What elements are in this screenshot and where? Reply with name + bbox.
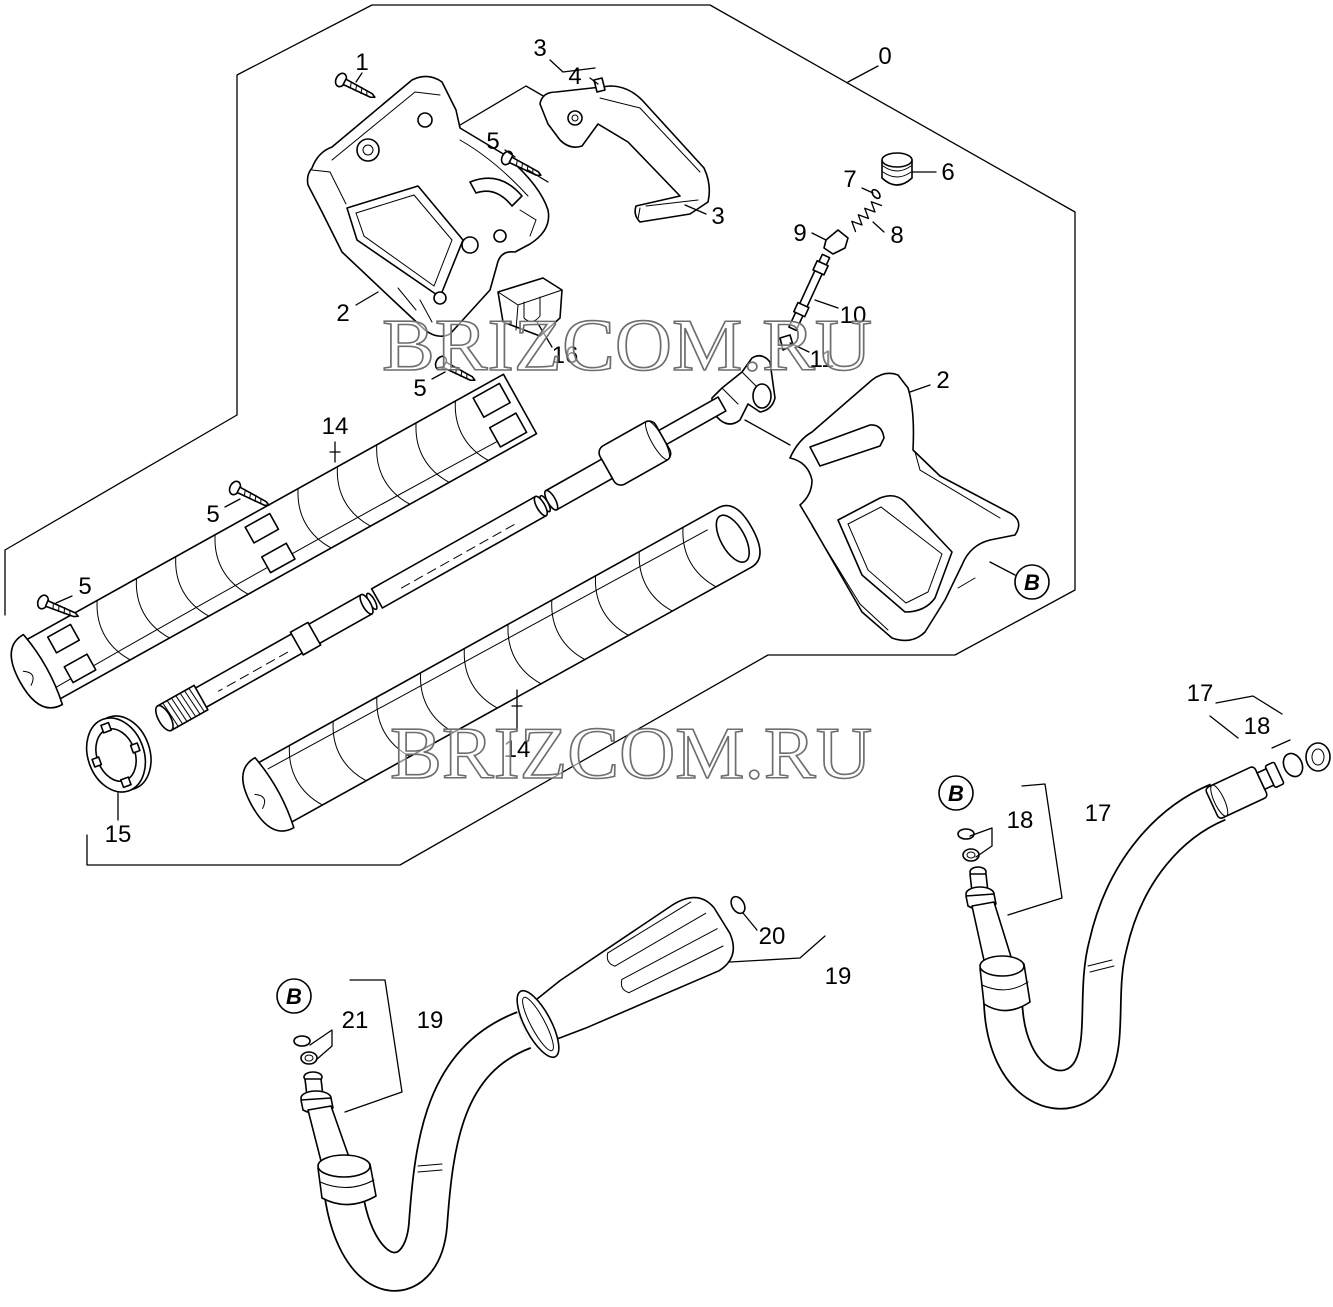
boundary-trigger-group [454,85,546,129]
callout-5-d: 5 [78,573,91,600]
hose-19-fitting [300,1071,377,1206]
oring-part-18-left [957,828,975,840]
callout-16: 16 [552,342,579,369]
housing-left-part-2 [306,75,550,338]
cover-upper-part-14 [10,373,538,709]
valve-head [711,354,776,425]
callout-19-grip: 19 [825,963,852,990]
reference-marker-label: B [286,984,302,1009]
valve-cap-part-6 [881,152,913,186]
callout-1: 1 [355,49,368,76]
callout-10: 10 [840,302,867,329]
callout-19-fitting: 19 [417,1007,444,1034]
boundary-left [4,414,238,616]
screw-part-5-a [500,150,542,177]
valve-stem-part-10 [788,253,831,332]
callout-3-top: 3 [533,35,546,62]
washer-part-21 [300,1051,318,1065]
callout-6: 6 [941,159,954,186]
oring-part-20 [730,895,746,915]
callout-18-top: 18 [1244,713,1271,740]
callout-14-upper: 14 [322,413,349,440]
callout-5-b: 5 [413,375,426,402]
screw-part-5-c [228,480,270,507]
hose-17-fitting [965,866,1031,1012]
oring-part-21 [293,1035,311,1047]
callout-4: 4 [568,63,581,90]
callout-5-a: 5 [486,128,499,155]
leader-lines [55,59,1291,1113]
cover-lower-part-14 [242,504,761,832]
callout-11: 11 [810,346,835,373]
washer-part-18-left [962,848,980,862]
callout-3-trigger: 3 [711,203,724,230]
callout-17-top: 17 [1187,680,1214,707]
callout-17-left: 17 [1085,800,1112,827]
valve-seat-part-9 [823,229,849,255]
tube-assembly [154,396,727,732]
housing-right-part-2 [789,372,1020,642]
reference-marker-label: B [1024,570,1040,595]
block-part-16 [497,277,563,337]
valve-spring-part-8 [851,201,883,233]
callout-14-lower: 14 [504,736,531,763]
callout-20: 20 [759,923,786,950]
trigger-part-3 [539,85,711,223]
reference-marker-b-hose-17: B [938,775,974,811]
pin-part-4 [593,77,606,93]
nut-part-15 [85,715,152,793]
callout-0: 0 [878,43,891,70]
boundary-grip-link [744,419,791,446]
oring-part-18-right [1282,752,1304,778]
screw-part-5-d [36,594,80,618]
tube-segment-2 [370,495,547,609]
callout-9: 9 [793,220,806,247]
watermark-top: BRIZCOM.RU [382,305,872,387]
reference-marker-label: B [948,781,964,806]
assembly-boundary [4,4,1076,866]
screw-part-5-b [434,355,476,382]
boundary-main [86,4,1076,866]
callout-2-left: 2 [336,300,349,327]
reference-marker-b-hose-19: B [276,978,312,1014]
screw-part-1 [334,72,376,99]
callout-15: 15 [105,821,132,848]
hose-17-ferrule [1205,761,1285,819]
nut-part-18-right [1305,742,1331,772]
callout-2-right: 2 [936,367,949,394]
callout-7: 7 [843,166,856,193]
hose-19-grip [516,896,735,1059]
watermark-bottom: BRIZCOM.RU [390,713,872,795]
hose-part-19 [300,896,735,1292]
callout-5-c: 5 [206,501,219,528]
callout-8: 8 [890,222,903,249]
hose-part-17 [965,761,1285,1110]
valve-ring-part-7 [871,188,881,200]
callout-18-left: 18 [1007,807,1034,834]
tube-stub [656,396,727,447]
callout-labels: 1 3 4 0 5 6 7 3 8 9 2 10 16 11 5 2 14 5 … [78,35,1270,1034]
reference-marker-b-grip: B [1014,564,1050,600]
tube-segment-3 [193,593,373,709]
callout-21: 21 [342,1007,369,1034]
